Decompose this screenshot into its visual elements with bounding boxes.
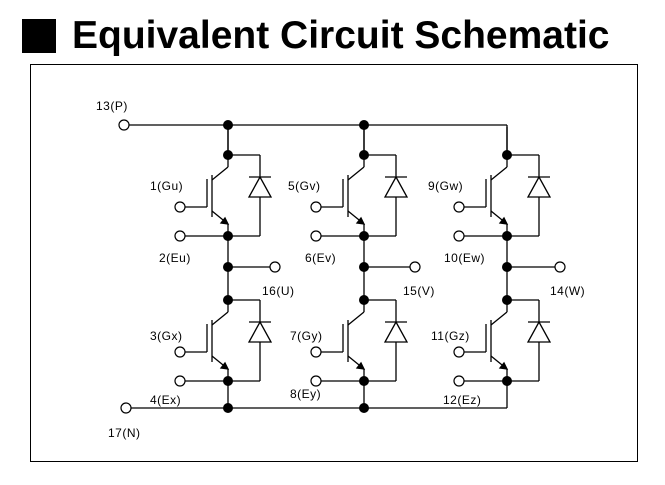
terminal-w bbox=[554, 261, 566, 273]
terminal-circles bbox=[118, 119, 566, 414]
page-title: Equivalent Circuit Schematic bbox=[72, 14, 610, 57]
terminal-gx bbox=[174, 346, 186, 358]
pin-label-gu: 1(Gu) bbox=[150, 179, 183, 193]
terminal-ey bbox=[310, 375, 322, 387]
terminal-gw bbox=[453, 201, 465, 213]
pin-label-gv: 5(Gv) bbox=[288, 179, 321, 193]
schematic-frame bbox=[30, 64, 638, 462]
terminal-u bbox=[269, 261, 281, 273]
junction-dots bbox=[223, 120, 512, 413]
terminal-ev bbox=[310, 230, 322, 242]
pin-label-ew: 10(Ew) bbox=[444, 251, 485, 265]
igbt-lower-u bbox=[179, 271, 272, 382]
terminal-gy bbox=[310, 346, 322, 358]
pin-label-ez: 12(Ez) bbox=[443, 393, 481, 407]
terminal-gv bbox=[310, 201, 322, 213]
pin-label-ey: 8(Ey) bbox=[290, 387, 321, 401]
terminal-ew bbox=[453, 230, 465, 242]
page-heading: Equivalent Circuit Schematic bbox=[22, 8, 610, 64]
terminal-gz bbox=[453, 346, 465, 358]
pin-label-ex: 4(Ex) bbox=[150, 393, 181, 407]
pin-label-gz: 11(Gz) bbox=[431, 329, 470, 343]
terminal-gu bbox=[174, 201, 186, 213]
igbt-lower-v bbox=[315, 271, 408, 382]
pin-label-w: 14(W) bbox=[550, 284, 585, 298]
terminal-n bbox=[120, 402, 132, 414]
pin-label-eu: 2(Eu) bbox=[159, 251, 191, 265]
pin-label-gy: 7(Gy) bbox=[290, 329, 323, 343]
pin-label-u: 16(U) bbox=[262, 284, 295, 298]
pin-label-gw: 9(Gw) bbox=[428, 179, 463, 193]
pin-label-gx: 3(Gx) bbox=[150, 329, 183, 343]
igbt-upper-w bbox=[458, 126, 551, 237]
terminal-ex bbox=[174, 375, 186, 387]
p-bus bbox=[129, 124, 508, 154]
pin-label-p: 13(P) bbox=[96, 99, 128, 113]
pin-label-v: 15(V) bbox=[403, 284, 435, 298]
pin-label-n: 17(N) bbox=[108, 426, 141, 440]
igbt-lower-w bbox=[458, 271, 551, 382]
igbt-upper-v bbox=[315, 126, 408, 237]
square-bullet-icon bbox=[22, 19, 56, 53]
igbt-upper-u bbox=[179, 126, 272, 237]
terminal-v bbox=[409, 261, 421, 273]
terminal-eu bbox=[174, 230, 186, 242]
terminal-ez bbox=[453, 375, 465, 387]
terminal-p bbox=[118, 119, 130, 131]
pin-label-ev: 6(Ev) bbox=[305, 251, 336, 265]
